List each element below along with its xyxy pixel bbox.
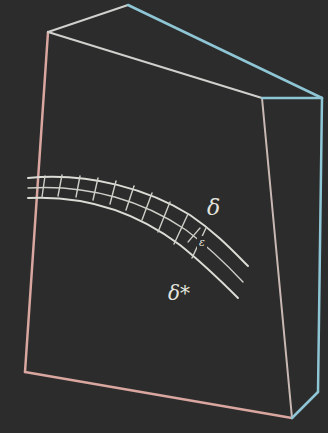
front-left-edge xyxy=(25,32,48,372)
symbol-label: ε xyxy=(197,236,207,249)
depth-edge xyxy=(262,97,322,100)
front-right-edge xyxy=(262,98,292,418)
band-upper-edge xyxy=(28,177,248,266)
depth-edge xyxy=(48,5,128,32)
symbol-label: δ* xyxy=(166,282,192,304)
back-top-edge xyxy=(128,5,322,98)
back-right-edge xyxy=(318,98,322,392)
front-top-edge xyxy=(48,32,262,98)
depth-edge xyxy=(292,392,318,418)
symbol-label: δ xyxy=(205,196,222,220)
front-bottom-edge xyxy=(25,372,292,418)
band-grid xyxy=(42,175,206,258)
band-mid-line xyxy=(28,187,243,282)
